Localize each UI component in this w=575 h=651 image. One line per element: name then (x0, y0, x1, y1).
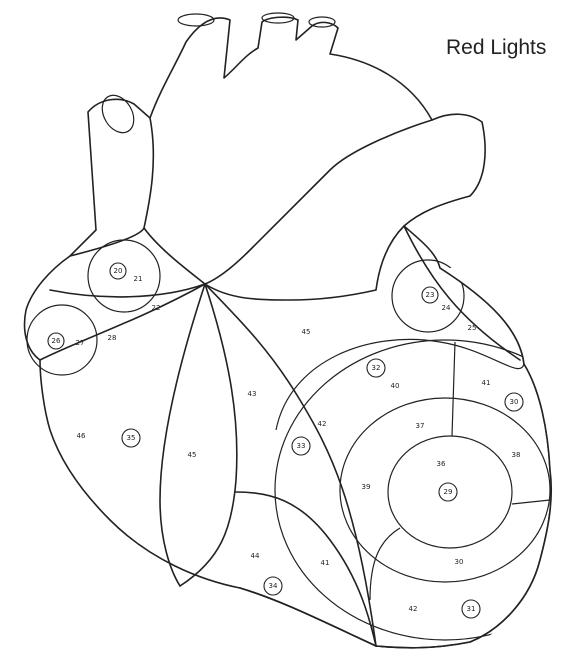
ventricle-band-right (180, 284, 237, 586)
label-26: 26 (48, 333, 64, 349)
svg-text:20: 20 (114, 267, 123, 275)
label-27: 27 (76, 339, 85, 347)
label-25: 25 (468, 324, 477, 332)
left-atrium-line-2 (50, 284, 205, 297)
label-42-bottom: 42 (409, 605, 418, 613)
svg-text:29: 29 (444, 488, 453, 496)
label-45-top: 45 (302, 328, 311, 336)
bullseye-spoke-bottom (370, 528, 400, 600)
label-37: 37 (416, 422, 425, 430)
right-vessel-line (205, 120, 432, 284)
label-35: 35 (122, 429, 140, 447)
svg-text:32: 32 (372, 364, 381, 372)
label-42-mid: 42 (318, 420, 327, 428)
label-41-top: 41 (482, 379, 491, 387)
label-23: 23 (422, 287, 438, 303)
ventricle-band-left (160, 284, 205, 586)
label-46: 46 (77, 432, 86, 440)
svg-text:30: 30 (510, 398, 519, 406)
label-20: 20 (110, 263, 126, 279)
label-44: 44 (251, 552, 260, 560)
label-45-left: 45 (188, 451, 197, 459)
label-24: 24 (442, 304, 451, 312)
label-28: 28 (108, 334, 117, 342)
label-38: 38 (512, 451, 521, 459)
label-33: 33 (292, 437, 310, 455)
label-40: 40 (391, 382, 400, 390)
upper-chamber-line (144, 118, 404, 300)
label-21: 21 (134, 275, 143, 283)
svg-text:34: 34 (269, 582, 278, 590)
label-39: 39 (362, 483, 371, 491)
bullseye-spoke-right (512, 500, 550, 504)
svg-text:33: 33 (297, 442, 306, 450)
left-atrium-line-1 (70, 228, 144, 256)
left-atrium-line-3 (40, 284, 205, 360)
label-43: 43 (248, 390, 257, 398)
label-36: 36 (437, 460, 446, 468)
svg-text:31: 31 (467, 605, 476, 613)
label-29: 29 (439, 483, 457, 501)
label-34: 34 (264, 577, 282, 595)
svg-text:35: 35 (127, 434, 136, 442)
vena-cava-opening (96, 90, 140, 139)
label-41-bottom: 41 (321, 559, 330, 567)
svg-text:26: 26 (52, 337, 61, 345)
label-30-bottom: 30 (455, 558, 464, 566)
label-22: 22 (152, 304, 161, 312)
svg-text:23: 23 (426, 291, 435, 299)
label-31: 31 (462, 600, 480, 618)
heart-outline-redraw (240, 268, 551, 648)
label-30-right: 30 (505, 393, 523, 411)
bullseye-spoke-top (452, 342, 455, 436)
label-32: 32 (367, 359, 385, 377)
